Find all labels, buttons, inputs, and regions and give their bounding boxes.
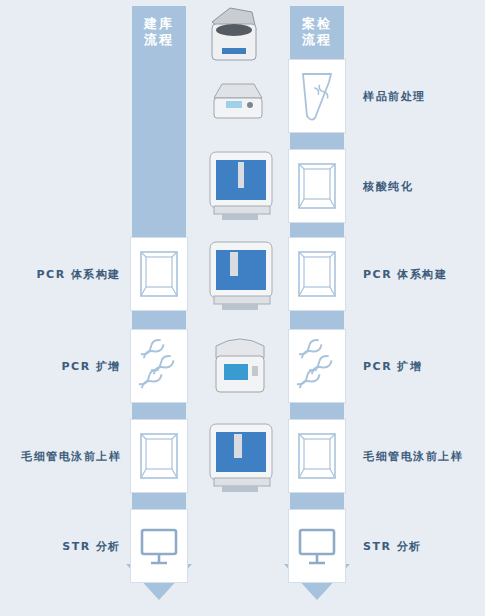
step-box: 核酸纯化 bbox=[289, 150, 345, 222]
liquid-handler bbox=[210, 424, 272, 492]
monitor-icon bbox=[289, 510, 345, 582]
cabinet-icon bbox=[289, 420, 345, 492]
step-box: PCR 扩增 bbox=[131, 330, 187, 402]
step-box: 毛细管电泳前上样 bbox=[131, 420, 187, 492]
step-label: 样品前处理 bbox=[363, 89, 426, 104]
step-box: STR 分析 bbox=[289, 510, 345, 582]
centrifuge bbox=[212, 8, 256, 60]
step-label: PCR 扩增 bbox=[62, 359, 121, 374]
thermal-cycler bbox=[216, 339, 264, 392]
step-label: PCR 体系构建 bbox=[363, 267, 447, 282]
cabinet-icon bbox=[131, 420, 187, 492]
step-label: 核酸纯化 bbox=[363, 179, 413, 194]
step-box: 样品前处理 bbox=[289, 60, 345, 132]
band-title: 建库流程 bbox=[142, 16, 176, 47]
step-label: 毛细管电泳前上样 bbox=[363, 449, 463, 464]
cabinet-icon bbox=[289, 150, 345, 222]
monitor-icon bbox=[131, 510, 187, 582]
cabinet-icon bbox=[131, 238, 187, 310]
step-label: 毛细管电泳前上样 bbox=[21, 449, 121, 464]
dna-icon bbox=[289, 330, 345, 402]
thermomixer bbox=[214, 84, 262, 118]
liquid-handler bbox=[210, 242, 272, 310]
step-label: STR 分析 bbox=[62, 539, 121, 554]
step-label: STR 分析 bbox=[363, 539, 422, 554]
tube-icon bbox=[289, 60, 345, 132]
dna-icon bbox=[131, 330, 187, 402]
step-box: PCR 扩增 bbox=[289, 330, 345, 402]
flow-band: 案检流程样品前处理核酸纯化 PCR 体系构建 PCR 扩增毛细管电泳前上样 STR 分… bbox=[290, 6, 344, 586]
step-box: 毛细管电泳前上样 bbox=[289, 420, 345, 492]
step-box: PCR 体系构建 bbox=[289, 238, 345, 310]
step-box: PCR 体系构建 bbox=[131, 238, 187, 310]
step-label: PCR 扩增 bbox=[363, 359, 422, 374]
band-title: 案检流程 bbox=[300, 16, 334, 47]
liquid-handler bbox=[210, 152, 272, 220]
step-label: PCR 体系构建 bbox=[37, 267, 121, 282]
cabinet-icon bbox=[289, 238, 345, 310]
step-box: STR 分析 bbox=[131, 510, 187, 582]
flow-band: 建库流程 PCR 体系构建 PCR 扩增毛细管电泳前上样 STR 分析 bbox=[132, 6, 186, 586]
